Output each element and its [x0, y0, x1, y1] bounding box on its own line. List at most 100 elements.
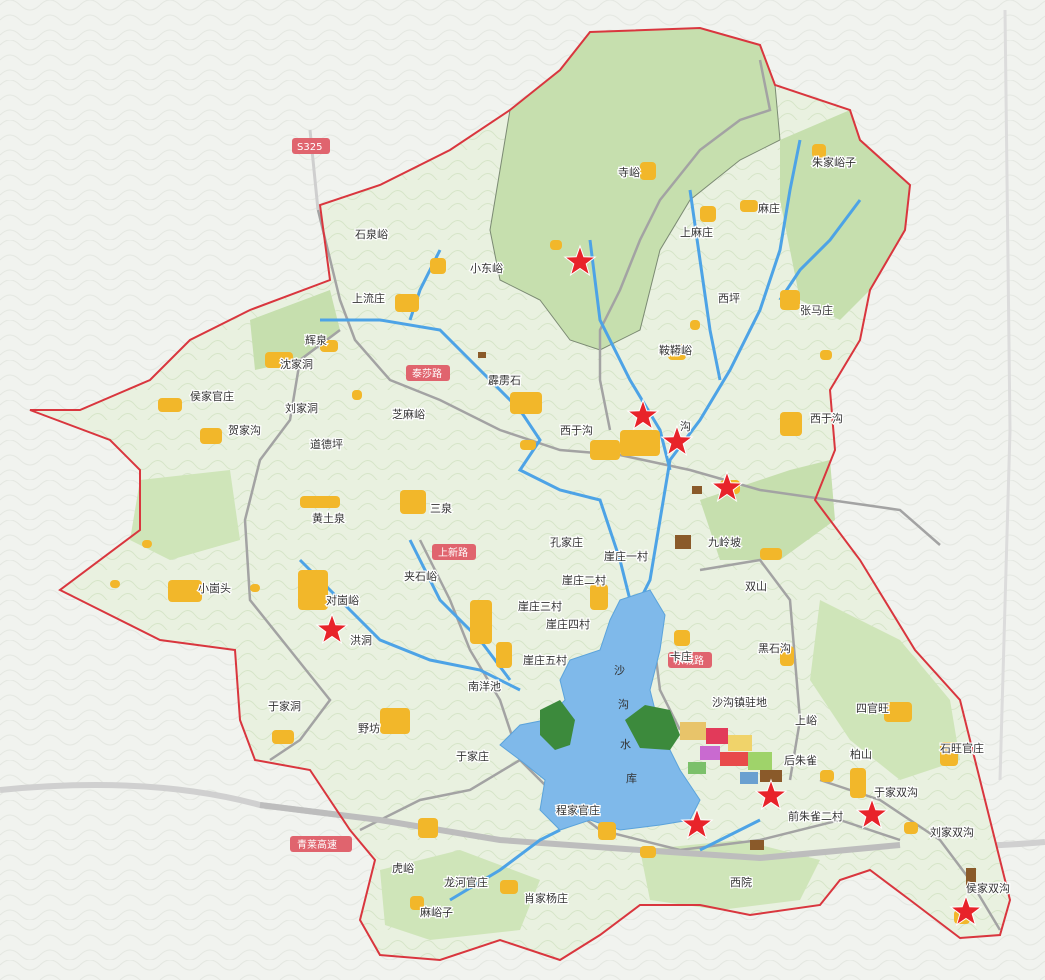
settlement-patch [410, 896, 424, 910]
village-label: 侯家官庄 [190, 389, 234, 403]
dark-forest [540, 700, 575, 750]
settlement-patch [674, 630, 690, 646]
settlement-layer [110, 144, 970, 924]
road-tag-badge [668, 652, 712, 668]
star-marker[interactable] [563, 244, 597, 277]
industrial-block [692, 486, 702, 494]
star-marker[interactable] [660, 424, 694, 457]
settlement-patch [500, 880, 518, 894]
settlement-patch [820, 770, 834, 782]
river [588, 239, 672, 471]
village-label: 程家官庄 [556, 803, 600, 817]
town-block [728, 735, 752, 751]
road-tag-text: 青莱高速 [297, 838, 337, 851]
settlement-patch [690, 320, 700, 330]
village-label: 上流庄 [352, 291, 385, 305]
town-block [760, 770, 782, 782]
village-label: 西坪 [718, 292, 740, 305]
village-label: 于家洞 [268, 699, 301, 713]
settlement-patch [300, 496, 340, 508]
reservoir-label: 库 [626, 772, 637, 785]
village-label: 崖庄一村 [604, 549, 648, 563]
town-block [740, 772, 758, 784]
village-label: 侯家双沟 [966, 881, 1010, 895]
road [316, 209, 941, 546]
region-boundary [29, 26, 1012, 962]
village-label: 双山 [745, 580, 767, 593]
settlement-patch [640, 162, 656, 180]
star-marker[interactable] [315, 612, 349, 645]
village-label: 黄土泉 [312, 511, 345, 525]
village-label: 孔家庄 [550, 535, 583, 549]
settlement-patch [640, 846, 656, 858]
industrial-block [966, 868, 976, 888]
star-marker[interactable] [626, 398, 660, 431]
settlement-patch [598, 822, 616, 840]
settlement-patch [250, 584, 260, 592]
star-marker[interactable] [949, 894, 983, 927]
village-label: 崖庄三村 [518, 599, 562, 613]
settlement-patch [904, 822, 918, 834]
star-marker[interactable] [710, 470, 744, 503]
town-block [700, 746, 720, 760]
road-tag-text: 上新路 [438, 546, 468, 559]
village-label: 寺峪 [618, 166, 640, 179]
settlement-patch [200, 428, 222, 444]
settlement-patch [740, 200, 758, 212]
settlement-patch [320, 340, 338, 352]
settlement-patch [884, 702, 912, 722]
village-label: 刘家双沟 [930, 825, 974, 839]
dark-forest [625, 705, 680, 750]
star-markers [315, 244, 983, 927]
village-label: 黑石沟 [758, 642, 791, 655]
village-label: 崖庄五村 [523, 653, 567, 667]
village-label: 贺家沟 [228, 423, 261, 437]
village-label: 霹雳石 [488, 374, 521, 387]
town-block [680, 722, 706, 740]
village-label: 石泉峪 [355, 227, 388, 241]
expressway [259, 802, 901, 862]
town-block [748, 752, 772, 770]
star-marker[interactable] [855, 797, 889, 830]
village-label: 九岭坡 [708, 535, 741, 549]
river [699, 818, 761, 852]
settlement-patch [780, 290, 800, 310]
star-marker[interactable] [680, 807, 714, 840]
village-label: 刘家洞 [285, 401, 318, 415]
village-label: 沙沟镇驻地 [712, 695, 767, 709]
road [598, 59, 772, 431]
village-label: 张马庄 [800, 303, 833, 317]
village-label: 于家双沟 [874, 785, 918, 799]
settlement-patch [395, 294, 419, 312]
reservoir-label: 沙 [614, 664, 625, 677]
road-tag-badge [292, 138, 330, 154]
river [778, 199, 862, 301]
settlement-patch [496, 642, 512, 668]
settlement-patch [168, 580, 202, 602]
town-block [706, 728, 728, 744]
road [699, 558, 802, 781]
road-outside [998, 9, 1012, 781]
village-label: 于家庄 [456, 749, 489, 763]
road-tag-taisha-road: 泰莎路 [406, 365, 450, 381]
village-label: 小东峪 [470, 262, 503, 275]
road-tag-badge [406, 365, 450, 381]
highway-outside [0, 782, 381, 823]
settlement-patch [510, 392, 542, 414]
village-label: 对崮峪 [326, 593, 359, 607]
village-label: 麻峪子 [420, 905, 453, 919]
village-label: 石旺官庄 [940, 741, 984, 755]
village-label: 朱家峪子 [812, 155, 856, 169]
village-label: 上麻庄 [680, 225, 713, 239]
forest-area [700, 460, 835, 560]
village-label: 虎峪 [392, 862, 414, 875]
settlement-patch [142, 540, 152, 548]
village-label: 南洋池 [468, 679, 501, 693]
settlement-patch [272, 730, 294, 744]
settlement-patch [430, 258, 446, 274]
river [408, 539, 512, 681]
star-marker[interactable] [754, 778, 788, 811]
river [320, 318, 632, 601]
forest-area [130, 470, 240, 560]
